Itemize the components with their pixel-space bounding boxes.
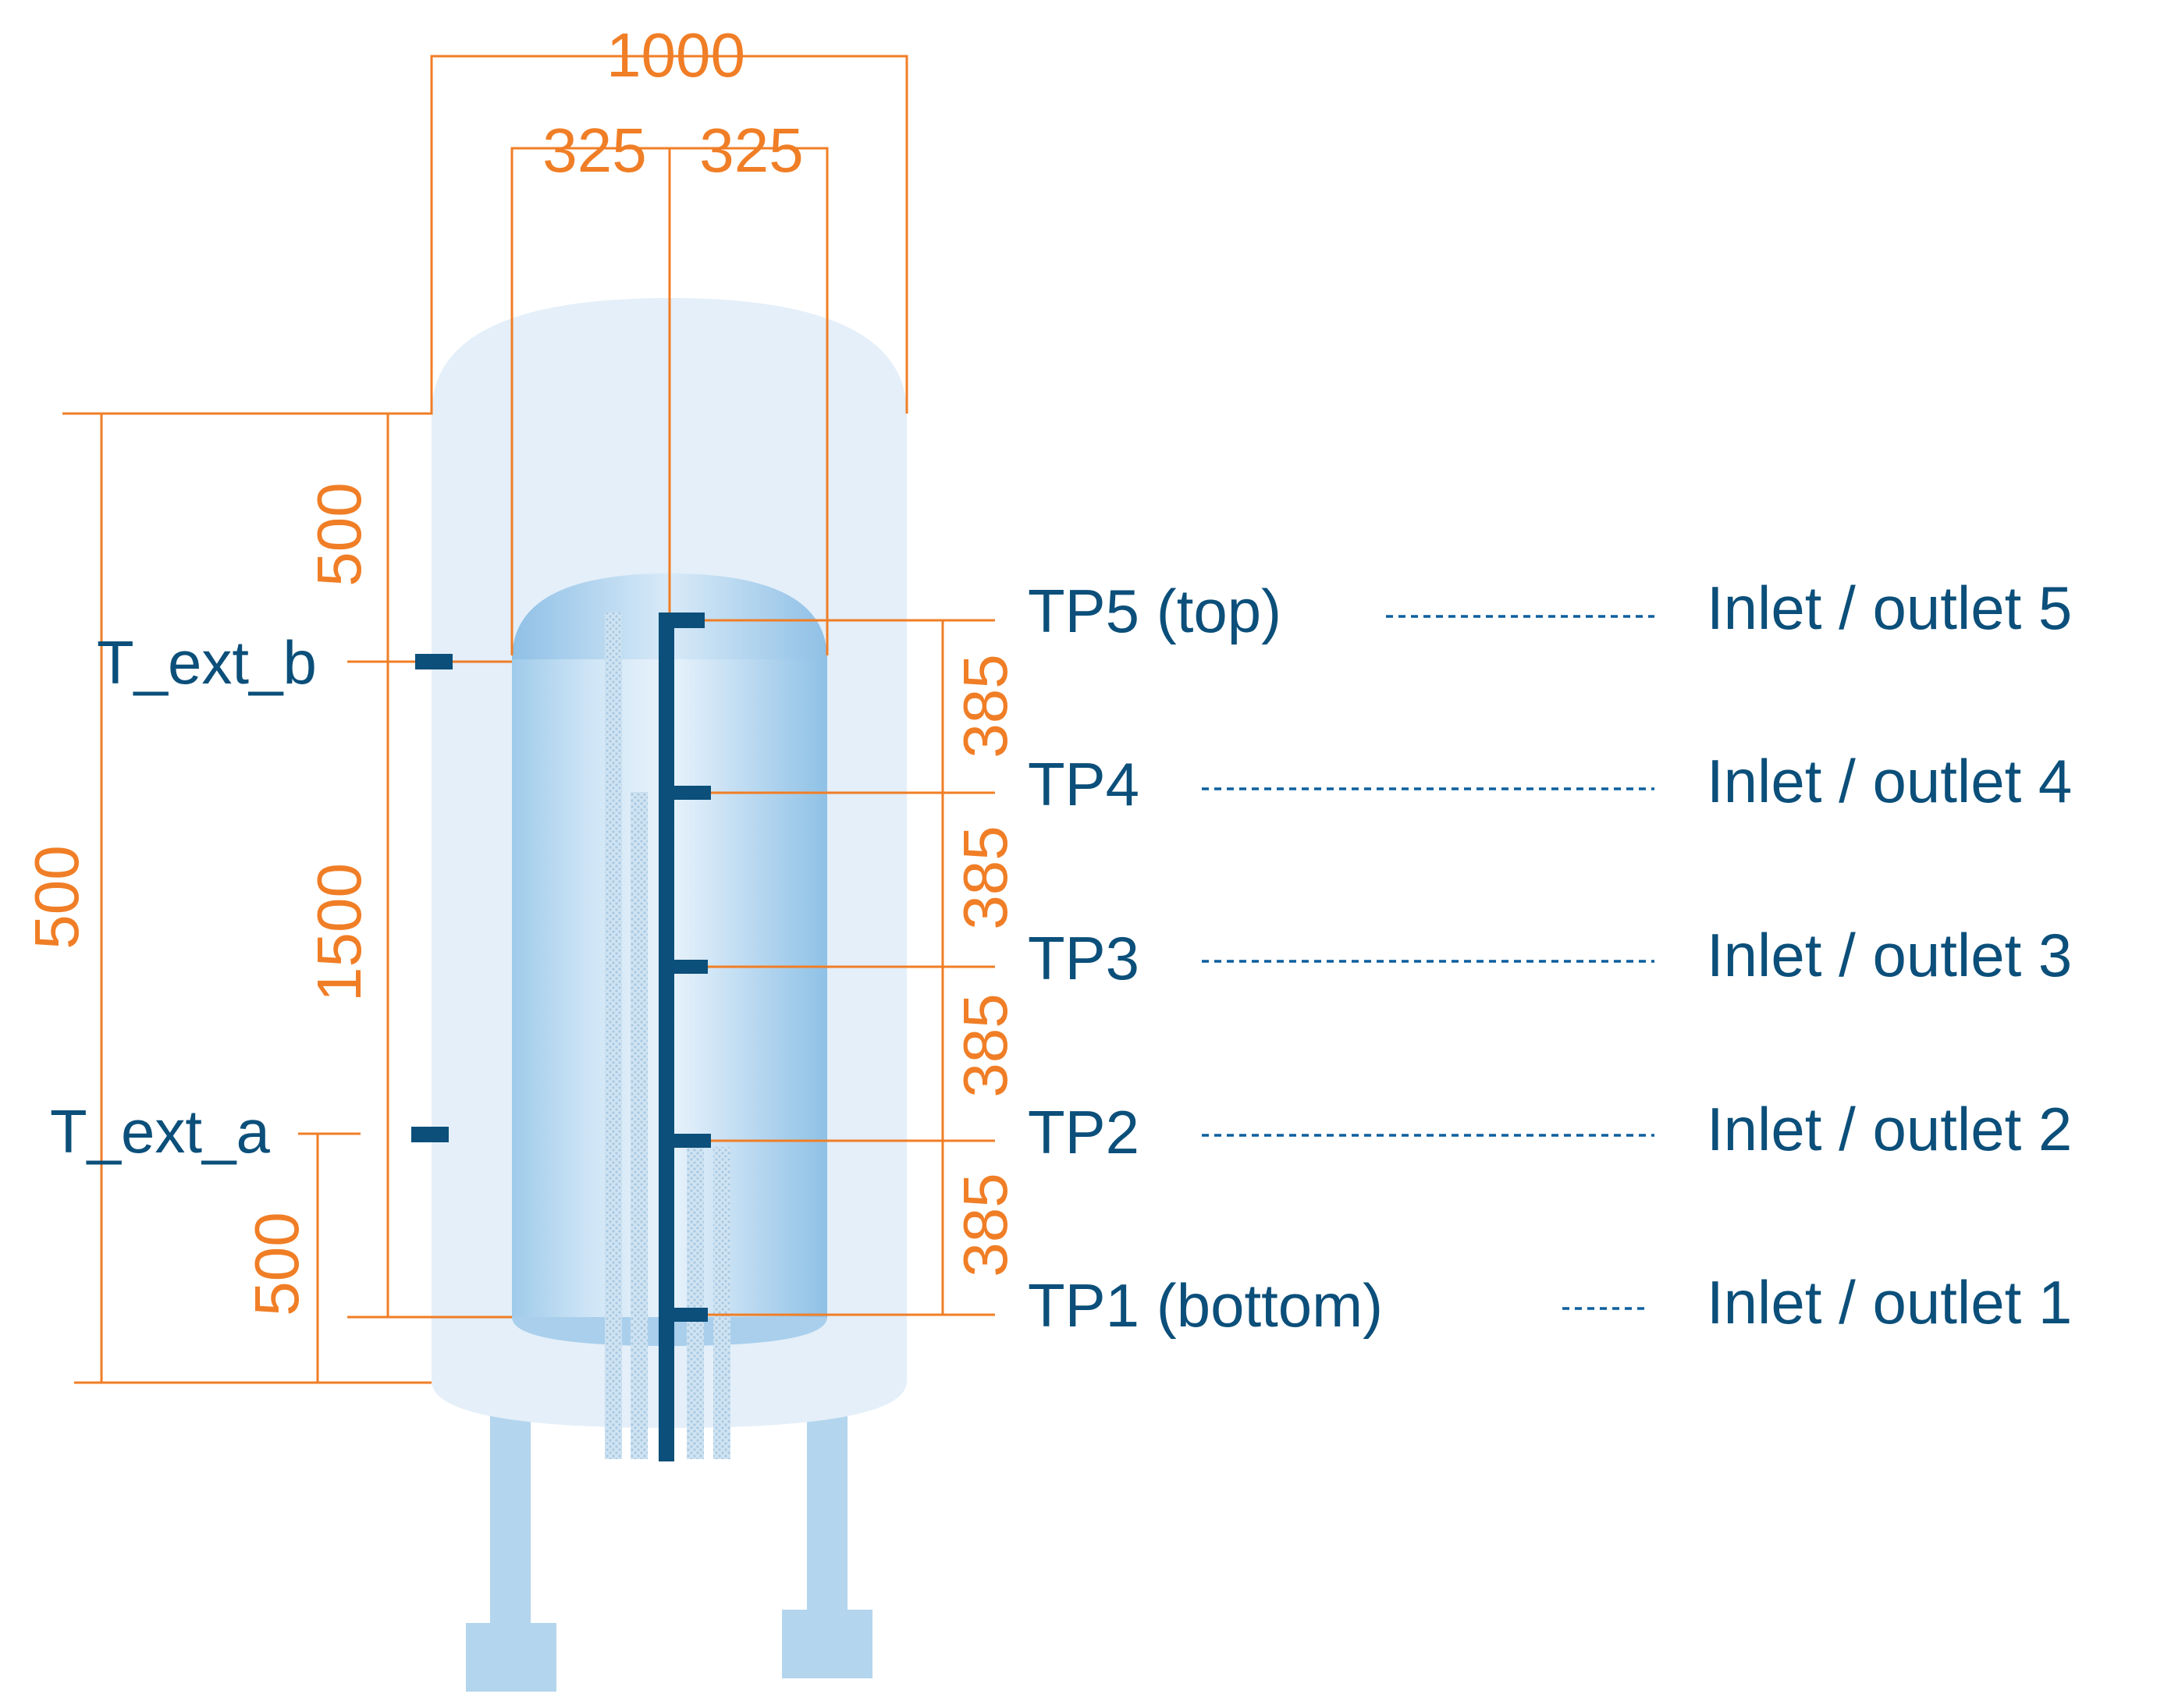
tp3-marker xyxy=(667,960,708,974)
dim-inner-height-label: 1500 xyxy=(304,863,374,1002)
tp2-marker xyxy=(667,1134,711,1148)
t-ext-a-clip: T_ext_a xyxy=(50,1097,270,1166)
dim-inner-right-label: 325 xyxy=(699,115,803,185)
sensor-probe xyxy=(659,613,711,1461)
pipe-2 xyxy=(631,792,648,1459)
t-ext-a-label: T_ext_a xyxy=(50,1097,270,1166)
dim-spacing-3-label: 385 xyxy=(951,993,1020,1097)
pipe-4 xyxy=(713,1147,730,1459)
dim-top-ref xyxy=(62,406,433,415)
port-4-label: Inlet / outlet 4 xyxy=(1707,747,2072,815)
t-ext-a-marker xyxy=(411,1127,449,1142)
sensor-labels: TP5 (top) TP4 TP3 TP2 TP1 (bottom) xyxy=(1028,577,1383,1340)
dim-outer-width-label: 1000 xyxy=(606,20,745,90)
tp2-label: TP2 xyxy=(1028,1098,1139,1166)
dim-outer-width xyxy=(430,55,908,414)
t-ext-b-marker xyxy=(415,654,453,669)
tp1-label: TP1 (bottom) xyxy=(1028,1271,1383,1340)
tp1-marker xyxy=(667,1308,708,1322)
pipe-3 xyxy=(687,1147,704,1459)
port-labels: Inlet / outlet 5 Inlet / outlet 4 Inlet … xyxy=(1707,573,2072,1337)
left-foot xyxy=(466,1623,556,1692)
tp5-marker xyxy=(667,613,705,628)
probe-rod xyxy=(659,613,674,1461)
tp4-marker xyxy=(667,786,711,800)
tank-legs xyxy=(466,1397,872,1692)
dim-bottom-clearance-label: 500 xyxy=(242,1212,311,1316)
dim-top-clearance-label: 500 xyxy=(304,482,374,586)
right-leg xyxy=(807,1397,848,1623)
tp5-label: TP5 (top) xyxy=(1028,577,1281,645)
external-sensors xyxy=(347,654,453,1142)
tp3-label: TP3 xyxy=(1028,924,1139,992)
port-connectors xyxy=(1202,615,1654,1310)
internal-pipes xyxy=(605,613,730,1459)
t-ext-b-label: T_ext_b xyxy=(97,628,317,697)
dimension-labels: 1000 325 325 500 1500 500 500 385 385 38… xyxy=(22,20,1020,1316)
dim-spacing-2-label: 385 xyxy=(951,826,1020,929)
port-3-label: Inlet / outlet 3 xyxy=(1707,921,2072,989)
port-2-label: Inlet / outlet 2 xyxy=(1707,1095,2072,1163)
dim-spacing-1-label: 385 xyxy=(951,654,1020,758)
tp4-label: TP4 xyxy=(1028,750,1139,818)
dimension-lines xyxy=(62,55,995,1384)
dim-inner-left-label: 325 xyxy=(542,115,646,185)
left-leg xyxy=(490,1397,531,1631)
port-5-label: Inlet / outlet 5 xyxy=(1707,573,2072,642)
dim-overall-left-label: 500 xyxy=(22,845,91,949)
pipe-1 xyxy=(605,613,622,1459)
dim-spacing-4-label: 385 xyxy=(951,1173,1020,1277)
port-1-label: Inlet / outlet 1 xyxy=(1707,1268,2072,1337)
right-foot xyxy=(782,1610,872,1678)
